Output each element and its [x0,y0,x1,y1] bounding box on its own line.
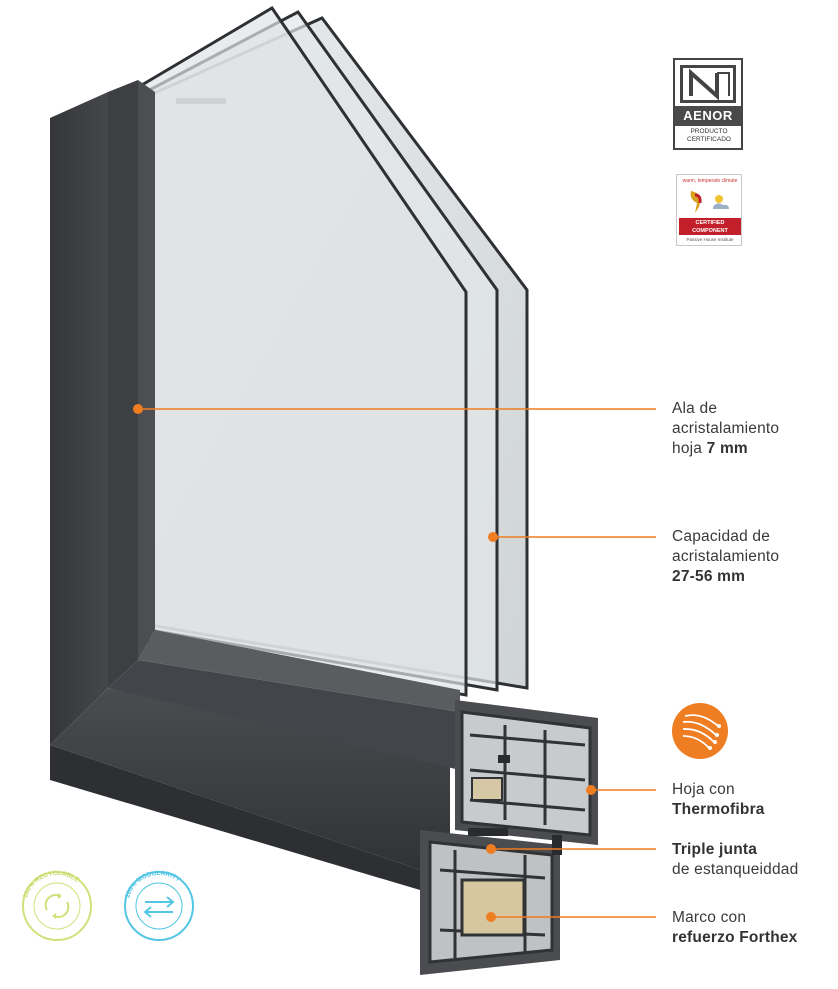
passive-house-institute: Passive House Institute [686,237,734,242]
triple-glazing [128,5,529,697]
callout-glazing-wing: Ala de acristalamiento hoja 7 mm [672,400,780,457]
recycle-icon [44,894,70,918]
passive-house-icon [690,191,729,213]
outer-frame [50,92,450,890]
sash-frame [108,80,460,770]
aenor-n-icon [680,65,736,103]
aenor-certification-logo: AENOR PRODUCTO CERTIFICADO [673,58,743,150]
aenor-name: AENOR [675,106,741,126]
callout-glazing-capacity: Capacidad de acristalamiento 27-56 mm [672,528,780,585]
recyclable-badge-text: 100% RECYCLABLE [22,870,81,899]
callout-triple-seal: Triple junta de estanqueiddad [672,841,799,878]
passive-house-certification-logo: warm, temperate climate CERTIFIED COMPON… [676,174,742,246]
callout-forthex-reinforcement: Marco con refuerzo Forthex [672,909,798,946]
modularity-badge [124,871,194,941]
callout-lines [133,404,656,922]
callout-thermofibra: Hoja con Thermofibra [672,781,765,818]
modularity-badge-text: 100% MODULARITY [124,870,182,899]
passive-house-ribbon: CERTIFIED COMPONENT [679,218,741,235]
aenor-subtitle: PRODUCTO CERTIFICADO [687,128,731,143]
modularity-arrows-icon [143,896,175,918]
recyclable-badge [22,871,92,941]
profile-cross-section [420,700,598,975]
passive-house-climate: warm, temperate climate [682,178,738,184]
thermofibra-icon [672,703,728,759]
